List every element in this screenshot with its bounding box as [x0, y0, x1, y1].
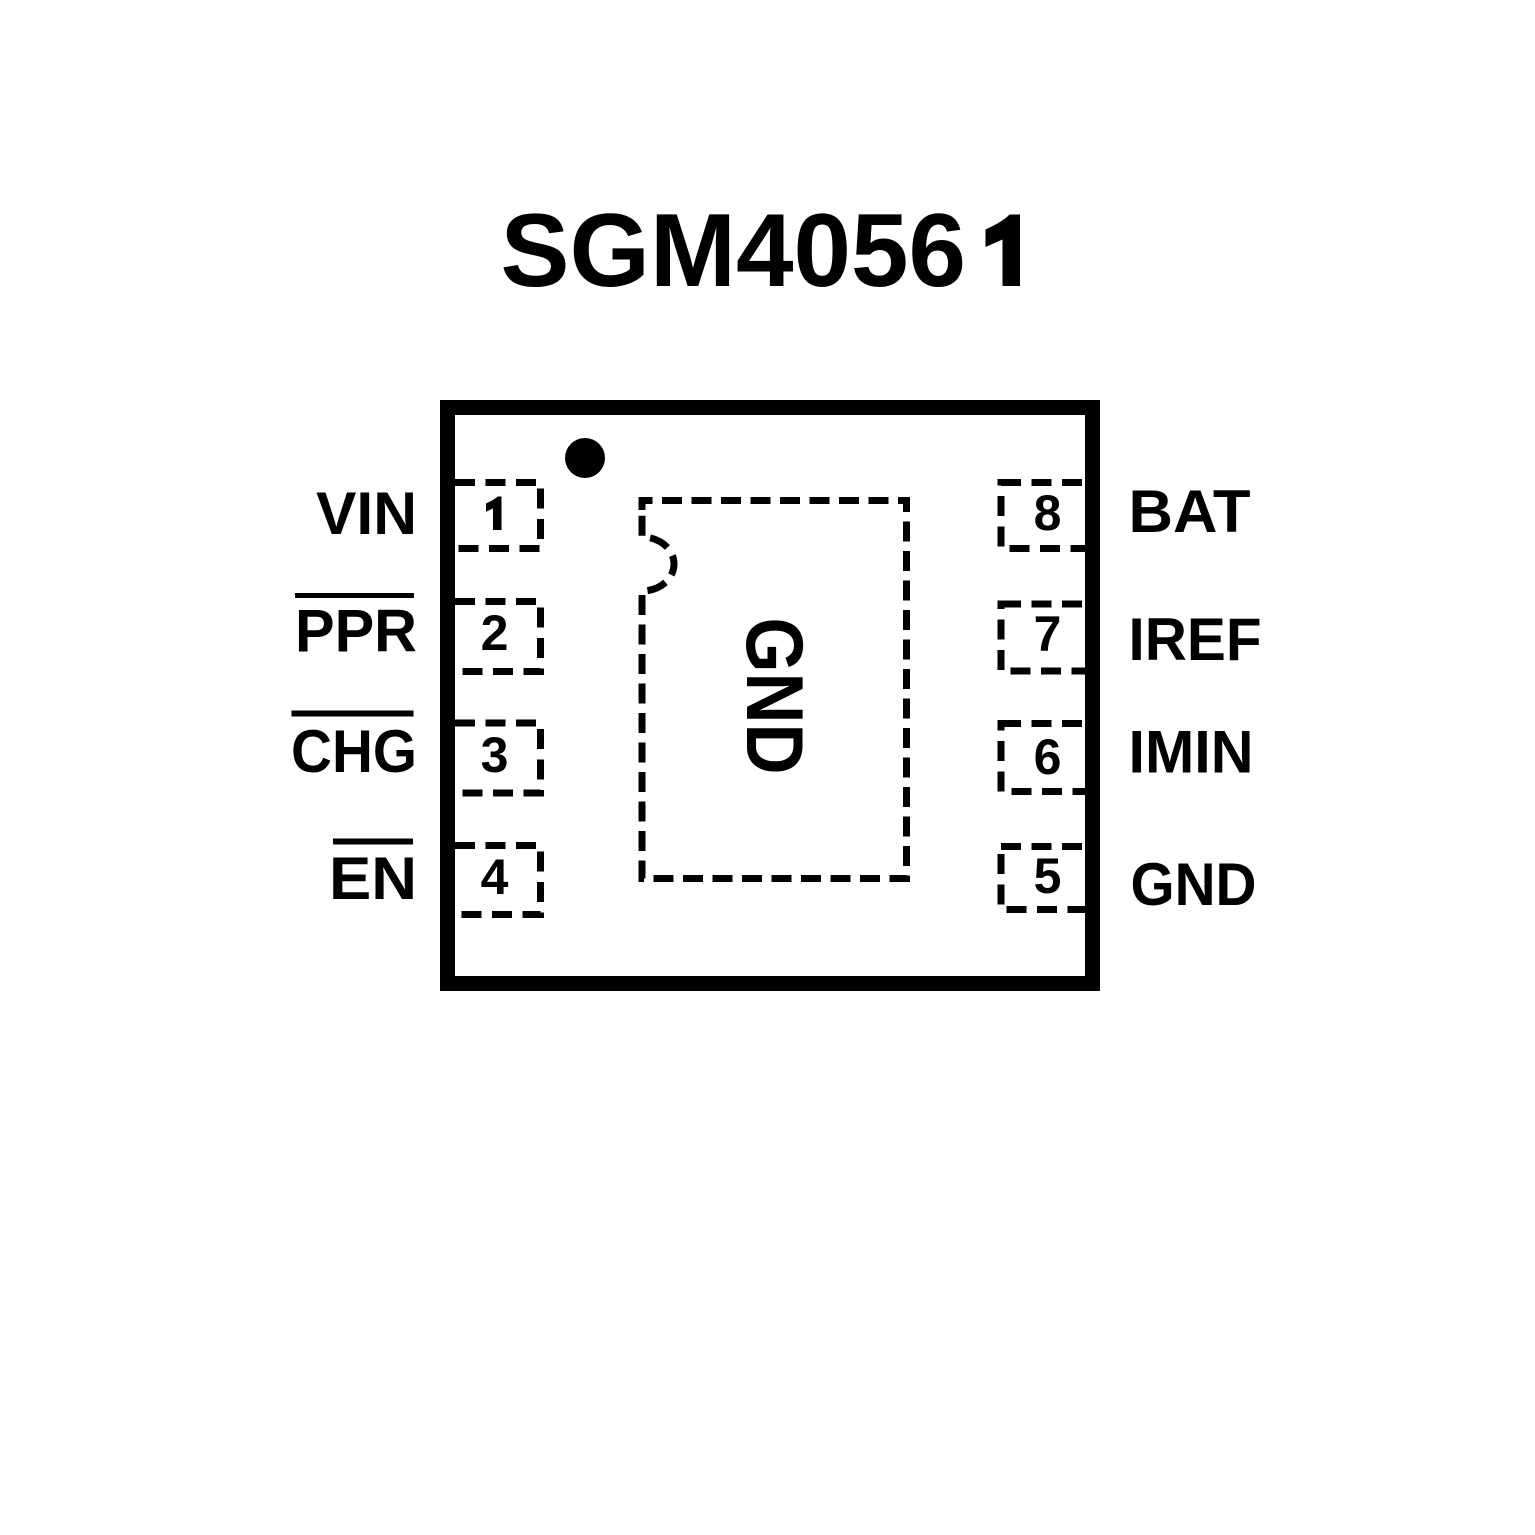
svg-text:CHG: CHG — [291, 718, 417, 785]
svg-text:IREF: IREF — [1129, 606, 1262, 673]
svg-text:EN: EN — [329, 845, 417, 912]
svg-text:6: 6 — [1034, 729, 1062, 785]
svg-text:7: 7 — [1034, 606, 1062, 662]
svg-text:IMIN: IMIN — [1129, 719, 1254, 786]
svg-text:2: 2 — [481, 605, 509, 661]
svg-text:GND: GND — [729, 618, 819, 775]
svg-text:3: 3 — [481, 727, 509, 783]
svg-text:BAT: BAT — [1129, 478, 1251, 545]
svg-text:4: 4 — [481, 849, 509, 905]
svg-text:PPR: PPR — [295, 598, 417, 665]
svg-text:GND: GND — [1131, 851, 1257, 918]
svg-text:VIN: VIN — [316, 480, 417, 547]
svg-text:SGM40561: SGM40561 — [501, 193, 1024, 309]
svg-text:5: 5 — [1034, 848, 1062, 904]
svg-text:8: 8 — [1034, 485, 1062, 541]
